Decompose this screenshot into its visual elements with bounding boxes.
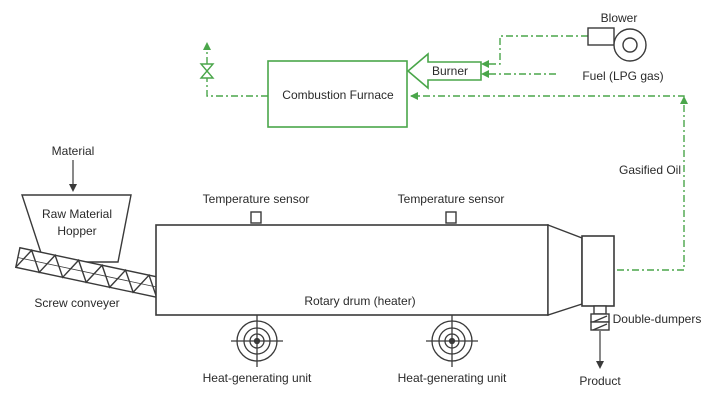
temperature-sensor-label-2: Temperature sensor	[398, 192, 505, 206]
arrow-icon	[680, 96, 688, 104]
raw-material-hopper	[21, 194, 132, 263]
hopper-label-line2: Hopper	[57, 224, 96, 238]
gas-lines	[206, 35, 685, 271]
arrow-icon	[481, 60, 489, 68]
product-label: Product	[579, 374, 621, 388]
arrow-icon	[203, 42, 211, 50]
temperature-sensor-icon	[250, 211, 262, 224]
arrow-icon	[596, 361, 604, 369]
temperature-sensor-label-1: Temperature sensor	[203, 192, 310, 206]
rotary-drum	[155, 224, 549, 316]
gasified-oil-label: Gasified Oil	[619, 163, 681, 177]
burner-block	[406, 52, 482, 90]
drum-outlet-hood	[581, 235, 615, 307]
heat-unit-label-2: Heat-generating unit	[398, 371, 507, 385]
vent-line	[206, 78, 268, 97]
material-label: Material	[52, 144, 95, 158]
drum-outlet-cone	[547, 223, 583, 316]
blower-icon	[587, 27, 647, 62]
screw-icon	[15, 248, 181, 303]
burner-label: Burner	[432, 64, 468, 78]
arrow-icon	[481, 70, 489, 78]
heat-unit-icon	[231, 315, 283, 367]
combustion-furnace-label: Combustion Furnace	[282, 88, 394, 102]
temperature-sensor-icon	[445, 211, 457, 224]
rotary-drum-label: Rotary drum (heater)	[304, 294, 415, 308]
fuel-label: Fuel (LPG gas)	[582, 69, 663, 83]
screw-conveyer-label: Screw conveyer	[34, 296, 119, 310]
hopper-label-line1: Raw Material	[42, 207, 112, 221]
blower-label: Blower	[601, 11, 638, 25]
arrow-icon	[69, 184, 77, 192]
heat-unit-icon	[426, 315, 478, 367]
double-dumpers-label: Double-dumpers	[613, 312, 702, 326]
gasified-oil-line	[411, 95, 685, 271]
double-dumpers	[590, 305, 610, 331]
gas-arrows	[203, 42, 688, 104]
air-line	[482, 35, 588, 65]
heat-unit-label-1: Heat-generating unit	[203, 371, 312, 385]
valve-icon	[199, 63, 215, 79]
arrow-icon	[410, 92, 418, 100]
combustion-furnace-box	[267, 60, 408, 128]
